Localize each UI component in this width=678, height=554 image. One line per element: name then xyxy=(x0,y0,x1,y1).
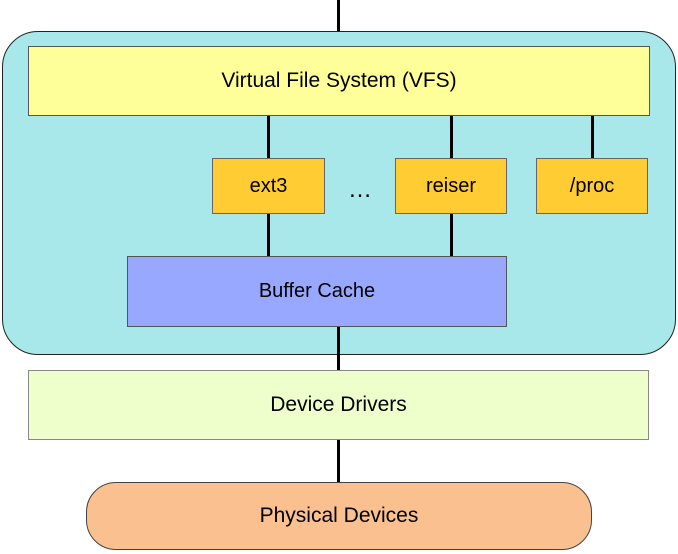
proc-box: /proc xyxy=(536,158,648,214)
reiser-label: reiser xyxy=(425,174,476,197)
connector-vfs-to-reiser xyxy=(450,116,453,158)
ext3-label: ext3 xyxy=(249,174,288,197)
connector-buffer-cache-to-device-drivers xyxy=(337,327,340,370)
vfs-box: Virtual File System (VFS) xyxy=(28,46,650,116)
buffer-cache-label: Buffer Cache xyxy=(258,280,376,302)
connector-reiser-to-buffer-cache xyxy=(450,214,453,256)
connector-vfs-to-ext3 xyxy=(267,116,270,158)
physical-devices-label: Physical Devices xyxy=(259,504,419,527)
ext3-box: ext3 xyxy=(212,158,325,214)
connector-device-drivers-to-physical-devices xyxy=(337,440,340,482)
physical-devices-box: Physical Devices xyxy=(86,482,592,550)
connector-ext3-to-buffer-cache xyxy=(267,214,270,256)
proc-label: /proc xyxy=(569,174,615,197)
device-drivers-box: Device Drivers xyxy=(28,370,649,440)
connector-top-to-vfs xyxy=(337,0,340,46)
connector-vfs-to-proc xyxy=(591,116,594,158)
reiser-box: reiser xyxy=(395,158,507,214)
buffer-cache-box: Buffer Cache xyxy=(127,256,507,327)
device-drivers-label: Device Drivers xyxy=(270,393,407,416)
filesystem-ellipsis: … xyxy=(348,176,372,203)
vfs-label: Virtual File System (VFS) xyxy=(221,69,457,92)
